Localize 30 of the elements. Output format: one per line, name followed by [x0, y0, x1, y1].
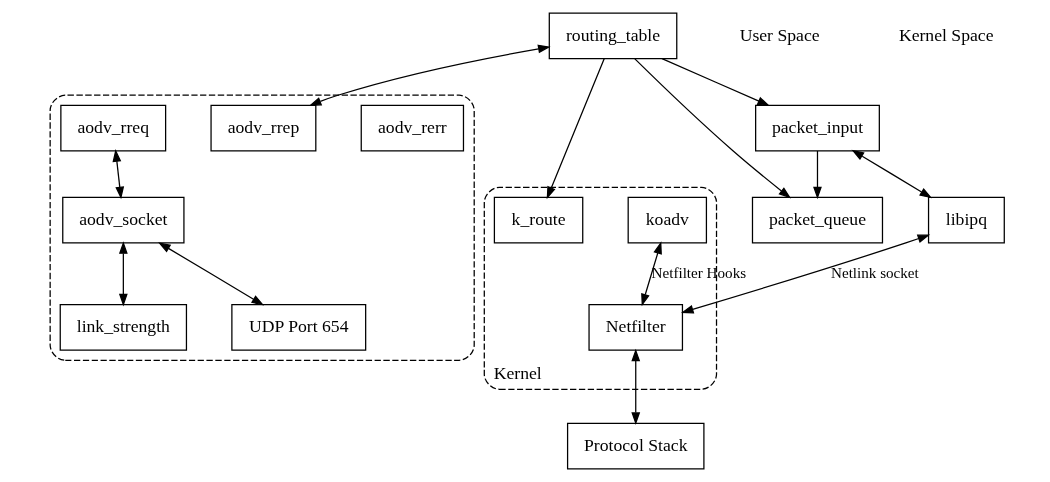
node-box: koadv — [627, 196, 708, 244]
arrow — [634, 58, 792, 199]
node-box: k_route — [493, 196, 584, 244]
node-box: libipq — [927, 196, 1005, 244]
edge-label: Netfilter Hooks — [651, 264, 747, 281]
node-box: packet_input — [755, 104, 880, 152]
arrow — [680, 234, 931, 314]
node-box: Netfilter — [588, 304, 684, 351]
arrow — [813, 150, 822, 200]
node-box: aodv_rreq — [60, 104, 167, 152]
arrow — [851, 149, 933, 199]
label: User Space — [739, 24, 820, 45]
arrow — [308, 44, 551, 106]
arrow — [641, 241, 662, 307]
node-box: aodv_socket — [62, 196, 185, 244]
node-box: UDP Port 654 — [231, 304, 367, 351]
node-box: aodv_rerr — [360, 104, 465, 152]
arrow — [118, 241, 128, 307]
node-box: aodv_rrep — [210, 104, 317, 152]
arrow — [631, 348, 641, 425]
node-box: routing_table — [548, 12, 678, 60]
arrow — [112, 149, 125, 200]
arrow — [661, 58, 770, 106]
node-box: link_strength — [59, 304, 188, 351]
arrow — [546, 58, 605, 200]
arrow — [158, 242, 265, 306]
node-box: Protocol Stack — [566, 422, 705, 470]
edge-label: Netlink socket — [831, 264, 919, 281]
node-box: packet_queue — [751, 196, 884, 244]
label: Kernel Space — [898, 24, 994, 45]
